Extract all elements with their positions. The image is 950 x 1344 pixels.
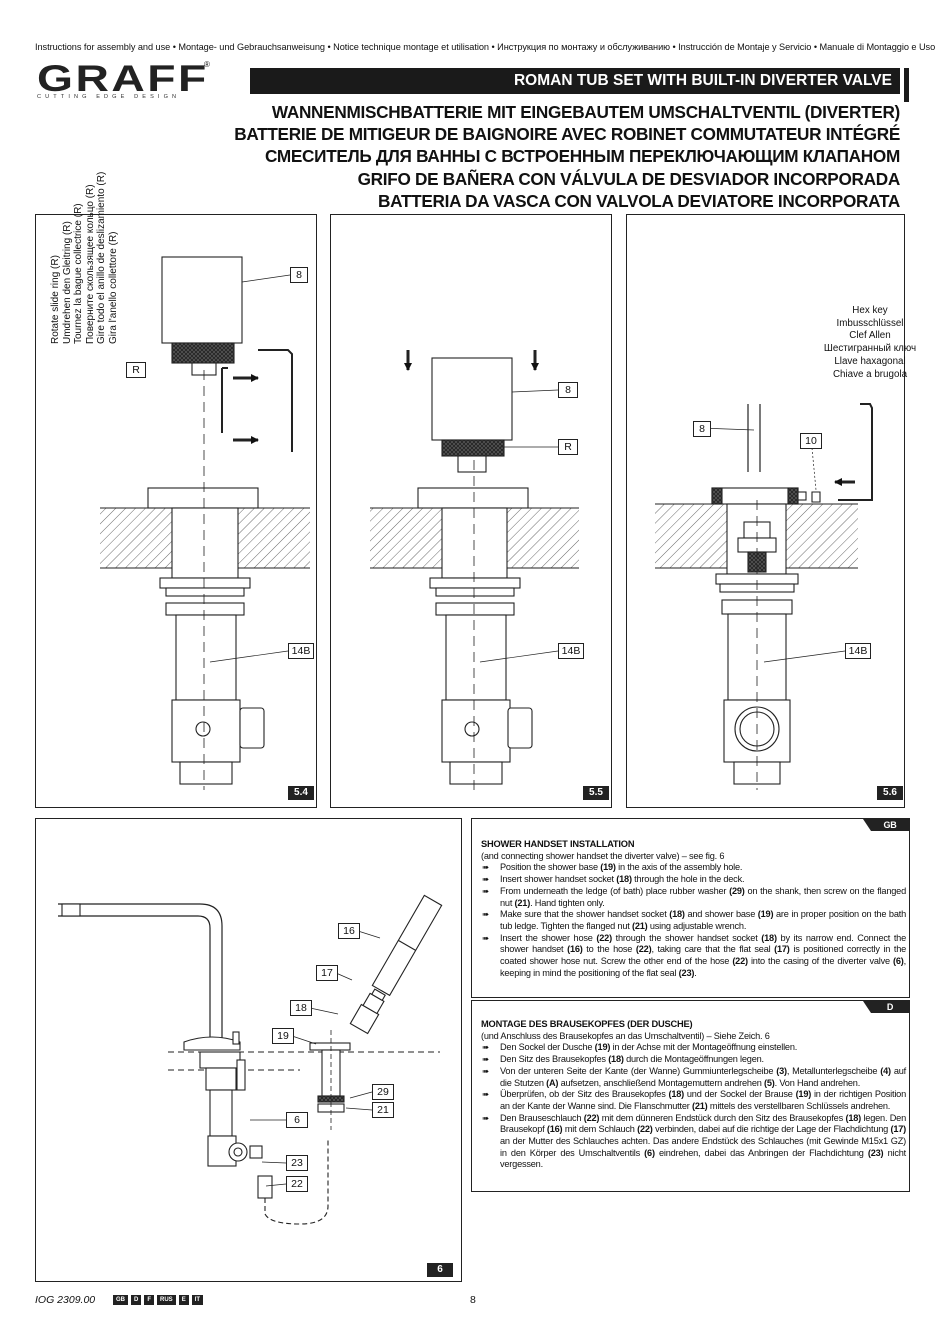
fig55-label-8: 8 bbox=[558, 382, 578, 398]
gb-instructions-box: GB SHOWER HANDSET INSTALLATION (and conn… bbox=[471, 818, 910, 998]
fig55-drawing bbox=[370, 350, 579, 790]
rotate-text-fr: Tournez la bague collectrice (R) bbox=[73, 203, 84, 344]
lang-badge-d: D bbox=[131, 1295, 142, 1305]
gb-step: From underneath the ledge (of bath) plac… bbox=[481, 886, 906, 909]
fig54-tag: 5.4 bbox=[288, 786, 314, 800]
hex-key-fr: Clef Allen bbox=[849, 330, 891, 342]
lang-badge-it: IT bbox=[191, 1295, 204, 1305]
rotate-text-en: Rotate slide ring (R) bbox=[50, 255, 61, 344]
rotate-text-es: Gire todo el anillo de deslizamiento (R) bbox=[96, 171, 107, 344]
fig56-label-8: 8 bbox=[693, 421, 711, 437]
rotate-text-de: Umdrehen den Gleitring (R) bbox=[61, 221, 73, 344]
title-es: GRIFO DE BAÑERA CON VÁLVULA DE DESVIADOR… bbox=[357, 168, 901, 189]
lang-badge-rus: RUS bbox=[157, 1295, 176, 1305]
title-ru: СМЕСИТЕЛЬ ДЛЯ ВАННЫ С ВСТРОЕННЫМ ПЕРЕКЛЮ… bbox=[264, 146, 900, 167]
fig55-tag: 5.5 bbox=[583, 786, 609, 800]
fig56-label-14b: 14B bbox=[845, 643, 871, 659]
de-steps: Den Sockel der Dusche (19) in der Achse … bbox=[481, 1042, 906, 1171]
fig56-tag: 5.6 bbox=[877, 786, 903, 800]
gb-steps: Position the shower base (19) in the axi… bbox=[481, 862, 906, 979]
fig6-label-18: 18 bbox=[290, 1000, 312, 1016]
gb-heading: SHOWER HANDSET INSTALLATION bbox=[481, 839, 635, 849]
hex-key-ru: Шестигранный ключ bbox=[823, 343, 917, 355]
fig6-label-17: 17 bbox=[316, 965, 338, 981]
de-heading: MONTAGE DES BRAUSEKOPFES (DER DUSCHE) bbox=[481, 1019, 693, 1029]
de-instructions-box: D MONTAGE DES BRAUSEKOPFES (DER DUSCHE) … bbox=[471, 1000, 910, 1192]
translated-titles: WANNENMISCHBATTERIE MIT EINGEBAUTEM UMSC… bbox=[234, 101, 900, 212]
lang-badge-e: E bbox=[178, 1295, 189, 1305]
fig54-label-r: R bbox=[126, 362, 146, 378]
gb-step: Insert shower handset socket (18) throug… bbox=[481, 874, 906, 886]
hex-key-de: Imbusschlüssel bbox=[836, 317, 904, 329]
de-step: Den Sockel der Dusche (19) in der Achse … bbox=[481, 1042, 906, 1054]
de-step: Überprüfen, ob der Sitz des Brausekopfes… bbox=[481, 1089, 906, 1112]
gb-step: Insert the shower hose (22) through the … bbox=[481, 933, 906, 980]
gb-step: Make sure that the shower handset socket… bbox=[481, 909, 906, 932]
title-fr: BATTERIE DE MITIGEUR DE BAIGNOIRE AVEC R… bbox=[234, 124, 900, 145]
page-number: 8 bbox=[470, 1294, 476, 1306]
fig55-label-14b: 14B bbox=[558, 643, 584, 659]
hex-key-it: Chiave a brugola bbox=[832, 368, 908, 380]
brand-name: GRAFF bbox=[37, 58, 209, 99]
figure-6-panel bbox=[35, 818, 462, 1282]
banner-accent-bar bbox=[904, 68, 909, 102]
fig56-drawing bbox=[655, 403, 873, 790]
fig6-label-23: 23 bbox=[286, 1155, 308, 1171]
fig54-label-8: 8 bbox=[290, 267, 308, 283]
de-subheading: (und Anschluss des Brausekopfes an das U… bbox=[481, 1030, 770, 1041]
document-code: IOG 2309.00 bbox=[35, 1294, 96, 1306]
fig6-label-16: 16 bbox=[338, 923, 360, 939]
gb-language-tab: GB bbox=[863, 819, 909, 831]
product-title-banner: ROMAN TUB SET WITH BUILT-IN DIVERTER VAL… bbox=[250, 68, 900, 94]
de-step: Den Brauseschlauch (22) mit dem dünneren… bbox=[481, 1113, 906, 1172]
fig6-label-21: 21 bbox=[372, 1102, 394, 1118]
rotate-ring-instructions: Rotate slide ring (R) Umdrehen den Gleit… bbox=[50, 172, 119, 344]
fig6-label-19: 19 bbox=[272, 1028, 294, 1044]
fig56-label-10: 10 bbox=[800, 433, 822, 449]
instructions-line: Instructions for assembly and use • Mont… bbox=[35, 42, 936, 52]
hex-key-es: Llave haxagonal bbox=[834, 355, 906, 367]
gb-subheading: (and connecting shower handset the diver… bbox=[481, 850, 725, 861]
title-de: WANNENMISCHBATTERIE MIT EINGEBAUTEM UMSC… bbox=[271, 102, 900, 122]
language-badges: GB D F RUS E IT bbox=[113, 1295, 204, 1305]
graff-logo: GRAFF ® CUTTING EDGE DESIGN bbox=[37, 60, 210, 102]
fig54-label-14b: 14B bbox=[288, 643, 314, 659]
gb-step: Position the shower base (19) in the axi… bbox=[481, 862, 906, 874]
rotate-text-ru: Поверните скользящее кольцо (R) bbox=[84, 184, 96, 344]
fig54-drawing bbox=[100, 256, 310, 790]
de-language-tab: D bbox=[863, 1001, 909, 1013]
hex-key-note: Hex key Imbusschlüssel Clef Allen Шестиг… bbox=[800, 305, 940, 381]
brand-tagline: CUTTING EDGE DESIGN bbox=[37, 94, 181, 100]
fig55-label-r: R bbox=[558, 439, 578, 455]
fig6-tag: 6 bbox=[427, 1263, 453, 1277]
de-step: Den Sitz des Brausekopfes (18) durch die… bbox=[481, 1054, 906, 1066]
fig6-label-22: 22 bbox=[286, 1176, 308, 1192]
fig6-label-29: 29 bbox=[372, 1084, 394, 1100]
de-step: Von der unteren Seite der Kante (der Wan… bbox=[481, 1066, 906, 1089]
lang-badge-gb: GB bbox=[113, 1295, 128, 1305]
hex-key-en: Hex key bbox=[852, 305, 888, 316]
lang-badge-f: F bbox=[144, 1295, 155, 1305]
fig6-drawing bbox=[58, 894, 443, 1225]
brand-registered-mark: ® bbox=[204, 60, 210, 69]
title-it: BATTERIA DA VASCA CON VALVOLA DEVIATORE … bbox=[378, 190, 900, 211]
fig6-label-6: 6 bbox=[286, 1112, 308, 1128]
rotate-text-it: Gira l'anello collettore (R) bbox=[107, 231, 119, 344]
